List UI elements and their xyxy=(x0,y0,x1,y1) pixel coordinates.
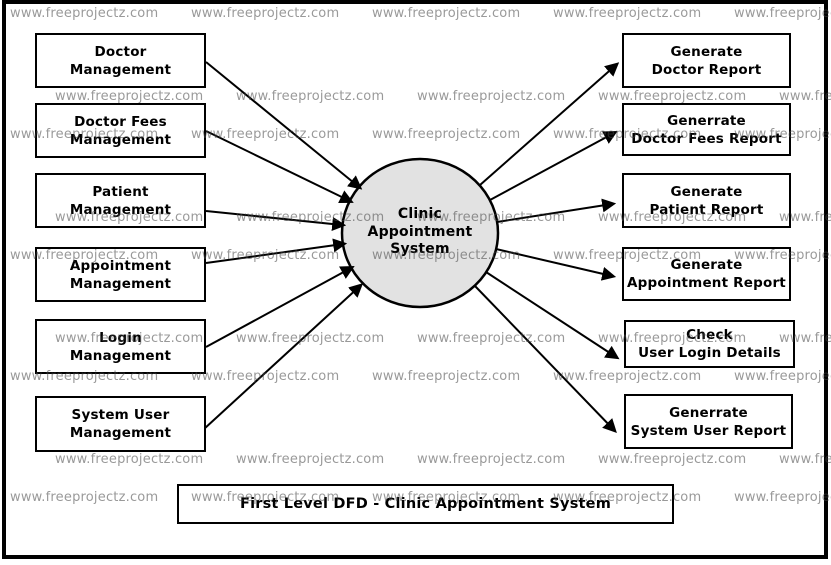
flow-clinic-appointment-system-to-generate-doctor-report xyxy=(479,62,620,186)
flow-appointment-management-to-clinic-appointment-system xyxy=(205,238,348,264)
output-generrate-system-user-report: Generrate System User Report xyxy=(624,394,793,449)
flow-system-user-management-to-clinic-appointment-system xyxy=(203,283,364,430)
entity-doctor-management: Doctor Management xyxy=(35,33,206,88)
output-check-user-login-details: Check User Login Details xyxy=(624,320,795,368)
entity-login-management: Login Management xyxy=(35,319,206,374)
flow-clinic-appointment-system-to-check-user-login-details xyxy=(485,271,620,360)
output-label: Generrate Doctor Fees Report xyxy=(631,112,782,147)
output-generate-appointment-report: Generate Appointment Report xyxy=(622,247,791,301)
flow-clinic-appointment-system-to-generrate-doctor-fees-report xyxy=(489,131,618,201)
entity-doctor-fees-management: Doctor Fees Management xyxy=(35,103,206,158)
entity-system-user-management: System User Management xyxy=(35,396,206,452)
entity-label: Login Management xyxy=(69,329,172,364)
flow-clinic-appointment-system-to-generate-appointment-report xyxy=(495,248,617,281)
flow-login-management-to-clinic-appointment-system xyxy=(205,265,355,348)
output-generrate-doctor-fees-report: Generrate Doctor Fees Report xyxy=(622,103,791,156)
entity-appointment-management: Appointment Management xyxy=(35,247,206,302)
flow-patient-management-to-clinic-appointment-system xyxy=(205,210,347,231)
entity-patient-management: Patient Management xyxy=(35,173,206,228)
output-generate-doctor-report: Generate Doctor Report xyxy=(622,33,791,88)
entity-label: Doctor Management xyxy=(69,43,172,78)
output-generate-patient-report: Generate Patient Report xyxy=(622,173,791,228)
output-label: Generate Appointment Report xyxy=(627,257,786,291)
output-label: Check User Login Details xyxy=(638,327,781,361)
entity-label: System User Management xyxy=(69,407,172,441)
flow-clinic-appointment-system-to-generate-patient-report xyxy=(496,198,617,223)
output-label: Generate Doctor Report xyxy=(651,43,762,78)
process-circle xyxy=(340,157,500,309)
entity-label: Patient Management xyxy=(69,183,172,218)
process-label: Clinic Appointment System xyxy=(367,206,473,257)
entity-label: Appointment Management xyxy=(69,257,172,292)
flow-clinic-appointment-system-to-generrate-system-user-report xyxy=(474,285,617,434)
output-label: Generate Patient Report xyxy=(649,183,764,218)
diagram-title-box: First Level DFD - Clinic Appointment Sys… xyxy=(177,484,674,524)
entity-label: Doctor Fees Management xyxy=(69,113,172,148)
output-label: Generrate System User Report xyxy=(630,404,787,439)
diagram-title: First Level DFD - Clinic Appointment Sys… xyxy=(239,496,612,512)
flow-doctor-management-to-clinic-appointment-system xyxy=(205,61,363,190)
flow-doctor-fees-management-to-clinic-appointment-system xyxy=(205,130,354,204)
data-flow-arrows xyxy=(203,61,620,434)
